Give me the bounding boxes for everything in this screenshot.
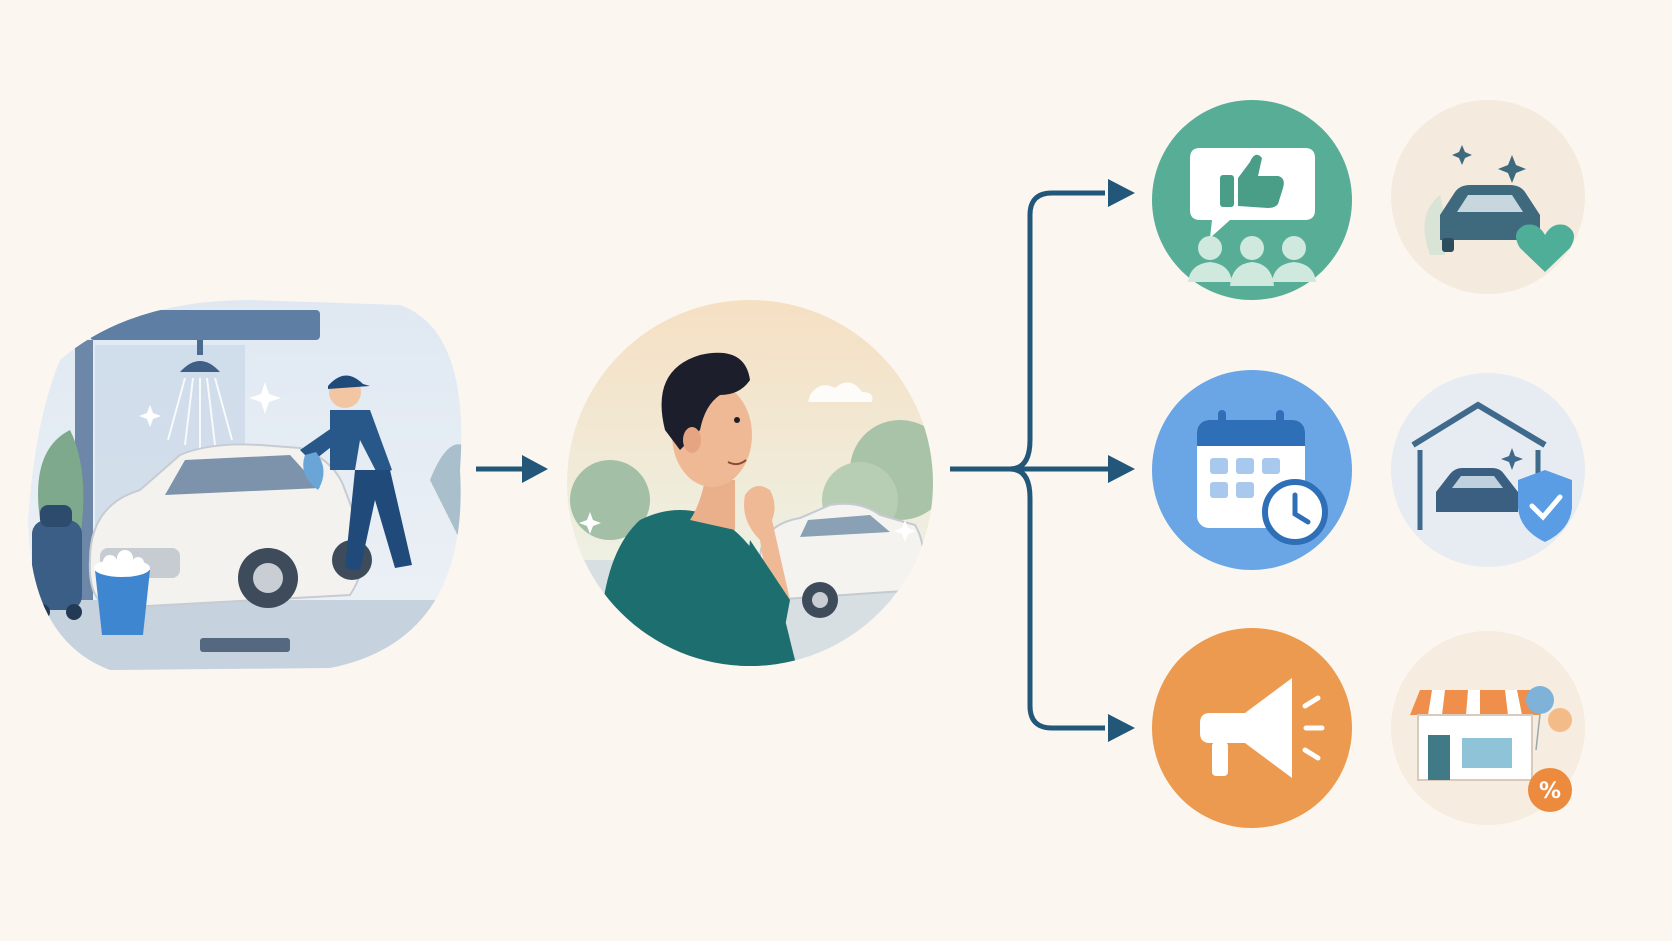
garage-shield-icon [1411, 401, 1572, 542]
customer-thinking-scene [567, 300, 933, 666]
sparkle-icon [579, 512, 916, 542]
car-wash-scene [28, 300, 462, 670]
car-icon [758, 502, 925, 618]
worker-icon [300, 375, 412, 570]
flow-arrow-1 [476, 455, 548, 483]
storefront-discount-icon: % [1410, 686, 1572, 812]
cloth-icon [303, 452, 324, 490]
arrow-head-top [1108, 179, 1135, 207]
hand-on-chin [744, 486, 790, 605]
shower-head-icon [167, 340, 233, 448]
people-icon [1188, 236, 1316, 286]
bucket-icon [94, 550, 150, 635]
arrow-head-middle [1108, 455, 1135, 483]
percent-text: % [1539, 779, 1561, 804]
outcome-booking [1152, 370, 1585, 570]
vacuum-icon [32, 505, 82, 620]
calendar-clock-icon [1197, 410, 1328, 545]
outcome-promotion: % [1152, 628, 1585, 828]
arrow-head-bottom [1108, 714, 1135, 742]
hair [661, 352, 750, 450]
thumbs-up-speech-icon [1190, 148, 1315, 238]
canopy-roof [90, 310, 320, 340]
car-heart-icon [1424, 145, 1574, 272]
balloon [1526, 686, 1554, 714]
megaphone-icon [1200, 678, 1325, 778]
sparkle-icon [139, 382, 281, 427]
percent-badge [1528, 768, 1572, 812]
outcome-reviews [1152, 100, 1585, 300]
balloon [1548, 708, 1572, 732]
branch-connector [950, 190, 1110, 731]
